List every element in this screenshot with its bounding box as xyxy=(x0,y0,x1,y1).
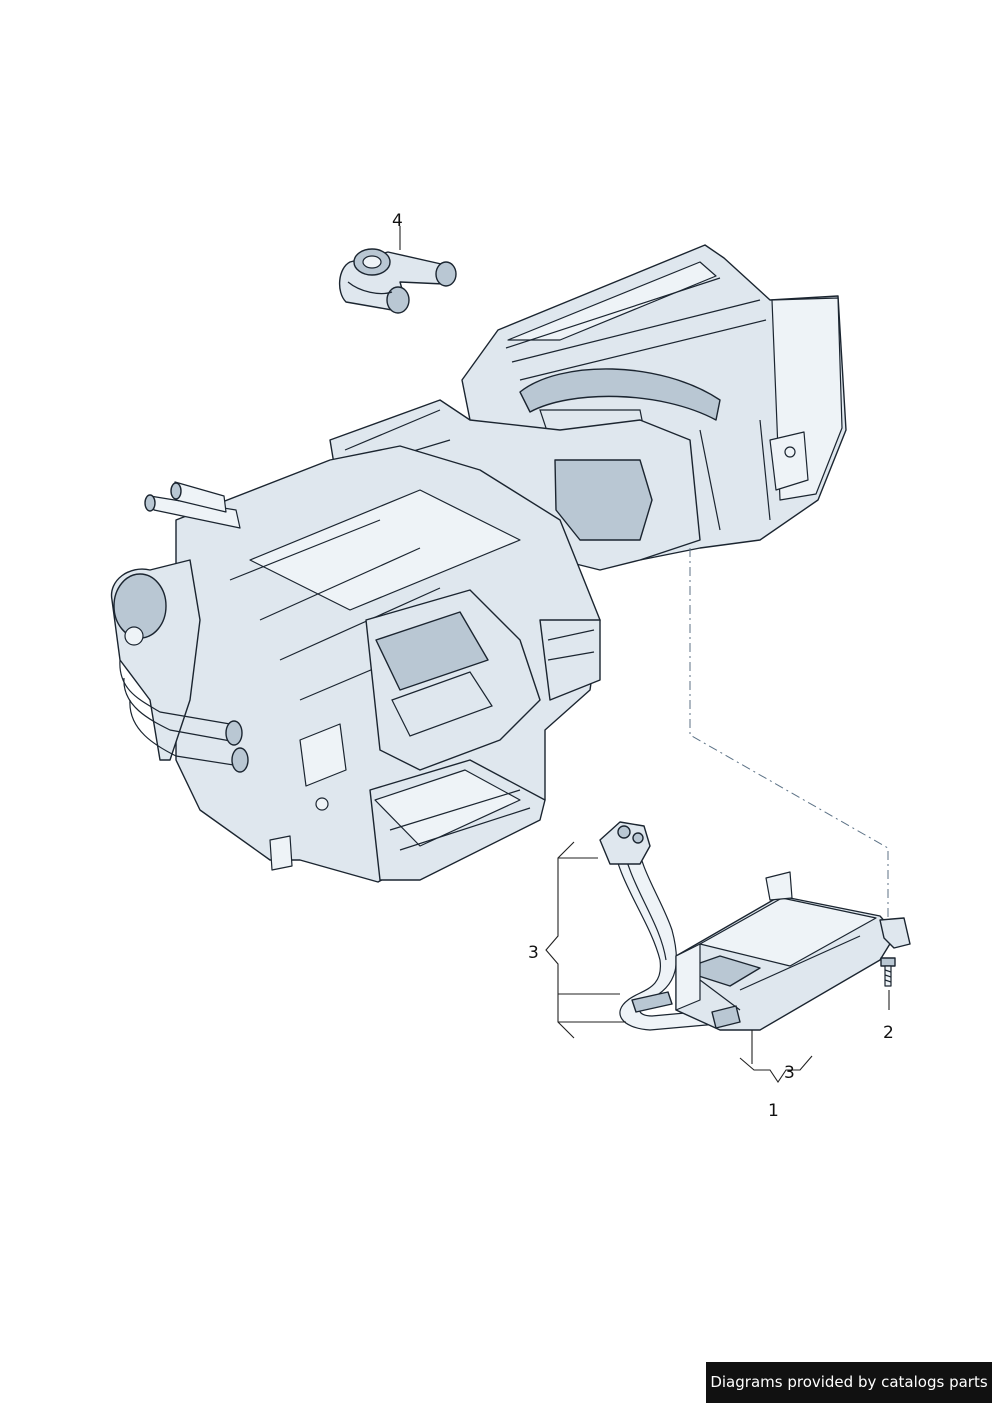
callout-1: 1 xyxy=(768,1101,779,1121)
callout-3-bracket-bottom xyxy=(739,1055,813,1083)
callout-3-left: 3 xyxy=(528,943,539,963)
callout-4: 4 xyxy=(392,211,403,231)
credit-banner: Diagrams provided by catalogs parts xyxy=(706,1362,992,1403)
air-conditioning-unit xyxy=(110,244,847,883)
hose-connector-part xyxy=(339,248,457,314)
assembly-guide-line xyxy=(689,548,889,920)
screw-part xyxy=(880,957,896,987)
callout-3-bottom: 3 xyxy=(784,1063,795,1083)
callout-3-bracket-left xyxy=(545,841,626,1039)
callout-2: 2 xyxy=(883,1023,894,1043)
heater-element-part xyxy=(599,821,911,1031)
